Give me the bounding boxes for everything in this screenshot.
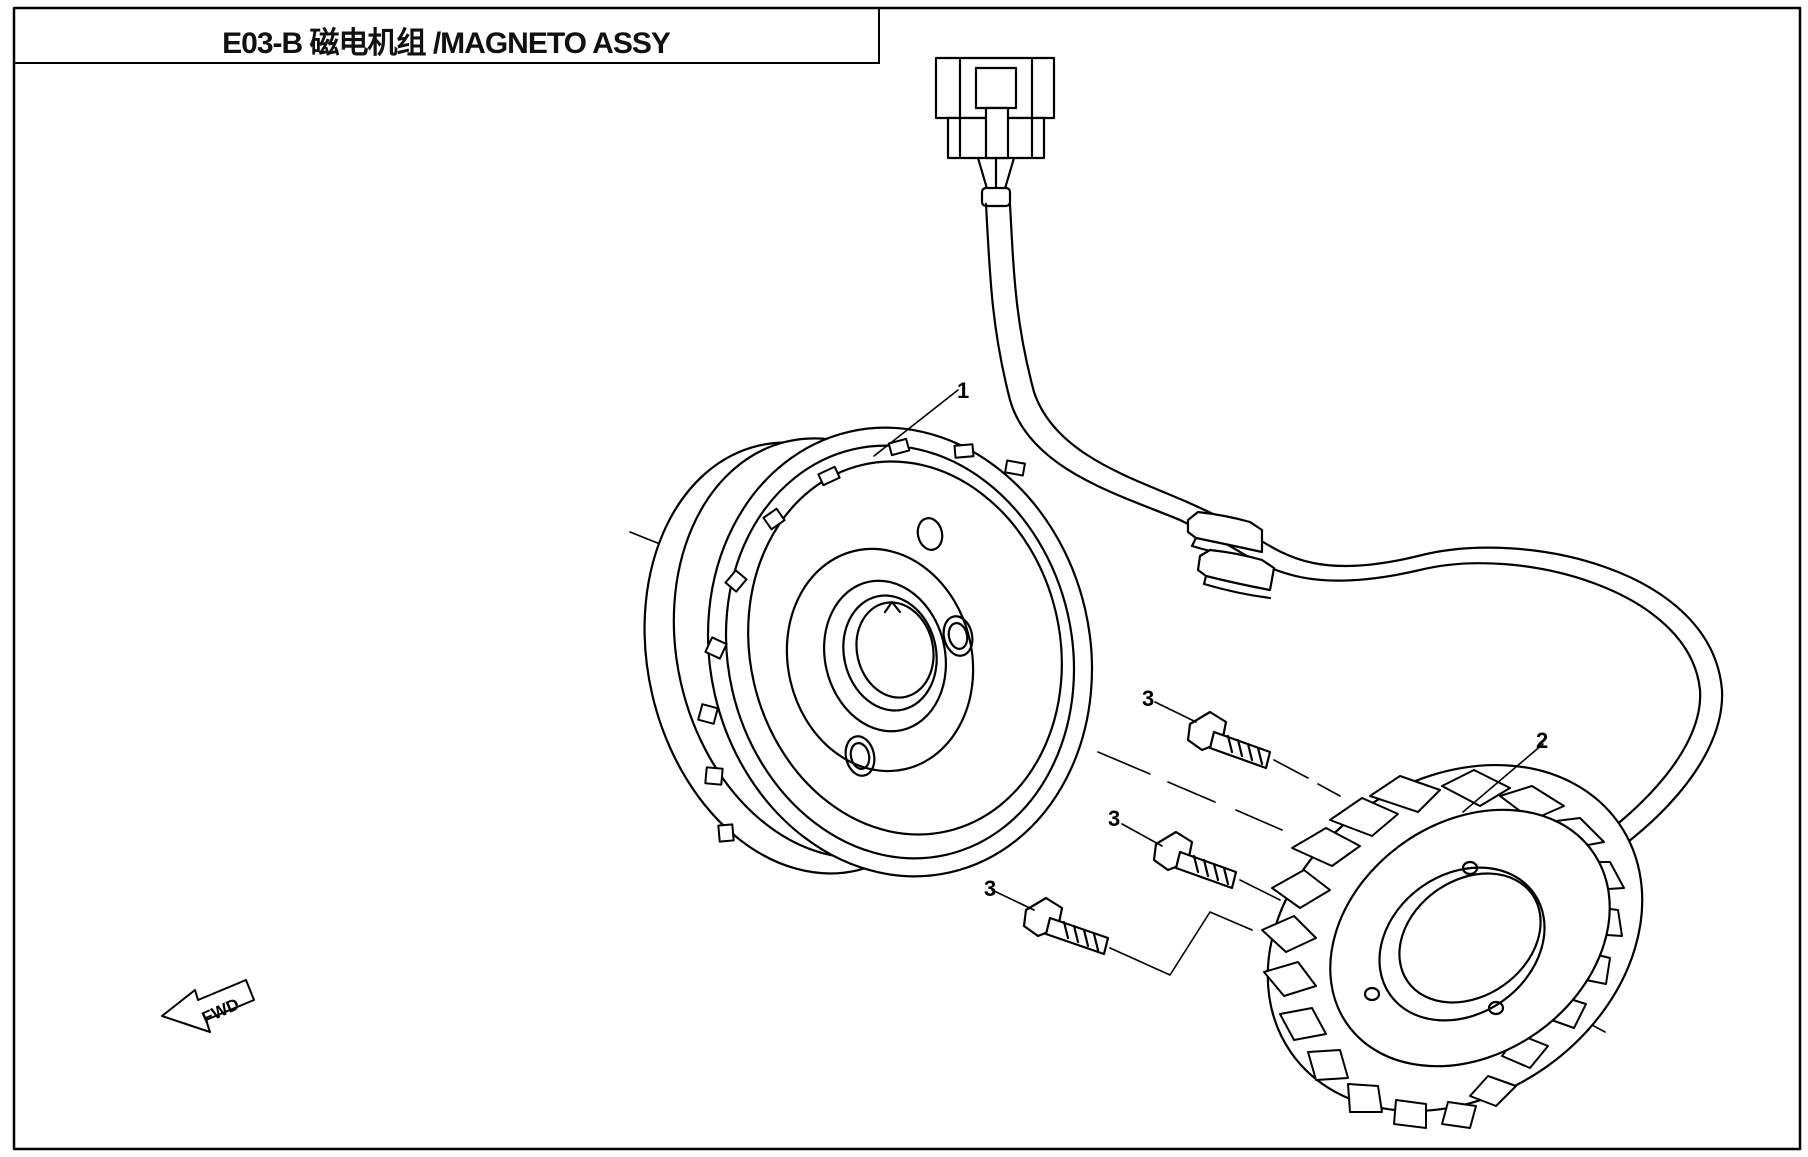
bolt-lower [1022,896,1253,976]
leader-lines [873,389,1544,911]
title-box: E03-B 磁电机组 /MAGNETO ASSY [14,8,880,64]
callout-3-lower: 3 [984,876,996,901]
wire-harness [984,202,1724,892]
fwd-arrow-icon: FWD [161,979,255,1033]
page-title: E03-B 磁电机组 /MAGNETO ASSY [222,27,671,60]
connector-plug [934,56,1056,208]
bolt-upper [1186,710,1341,797]
callout-1: 1 [957,378,969,403]
flywheel-rotor [629,426,1283,878]
stator-assembly [1261,763,1644,1129]
grommets [1186,510,1276,600]
callout-3-upper: 3 [1142,686,1154,711]
callout-2: 2 [1536,728,1548,753]
page-border [12,6,1802,1151]
callout-3-middle: 3 [1108,806,1120,831]
bolt-middle [1152,830,1281,901]
